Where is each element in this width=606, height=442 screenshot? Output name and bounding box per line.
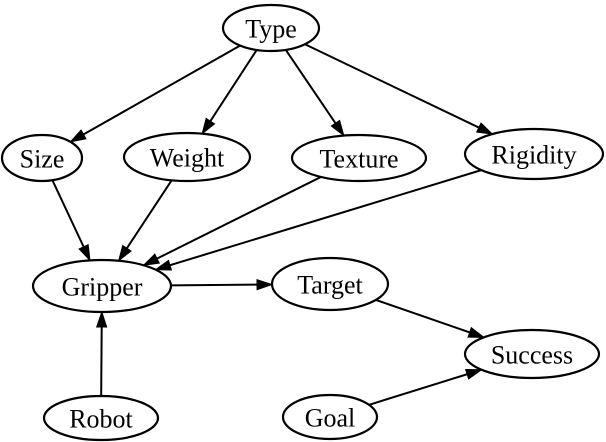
edge-texture-gripper: [142, 176, 322, 266]
arrowhead-icon: [201, 117, 216, 136]
node-size: Size: [0, 133, 84, 183]
node-robot: Robot: [42, 394, 160, 442]
node-ellipse: [221, 3, 321, 53]
node-label: Rigidity: [491, 141, 576, 170]
edge-line: [375, 298, 472, 335]
edge-gripper-target: [170, 278, 274, 291]
node-success: Success: [463, 328, 601, 380]
edge-line: [100, 324, 103, 397]
node-ellipse: [270, 256, 390, 312]
edge-goal-success: [368, 368, 483, 406]
node-ellipse: [463, 328, 601, 380]
node-ellipse: [42, 394, 160, 442]
node-label: Goal: [305, 404, 356, 433]
edge-rigidity-gripper: [154, 169, 482, 271]
edge-line: [51, 179, 86, 250]
arrowhead-icon: [95, 310, 108, 328]
edge-target-success: [375, 298, 486, 338]
edge-line: [304, 43, 482, 130]
node-goal: Goal: [281, 393, 379, 441]
edge-line: [368, 372, 470, 406]
arrowhead-icon: [142, 253, 161, 266]
node-label: Texture: [319, 145, 398, 174]
arrowhead-icon: [464, 368, 483, 380]
node-label: Size: [20, 145, 65, 174]
edge-line: [208, 49, 258, 124]
arrowhead-icon: [256, 278, 274, 291]
edge-line: [170, 283, 260, 287]
edge-line: [81, 44, 241, 137]
node-label: Type: [245, 15, 297, 44]
node-label: Gripper: [62, 273, 143, 302]
edge-weight-gripper: [117, 179, 173, 263]
arrowhead-icon: [467, 326, 486, 338]
edge-size-gripper: [51, 179, 91, 262]
arrowhead-icon: [475, 122, 494, 135]
arrowhead-icon: [154, 259, 173, 271]
node-ellipse: [31, 258, 173, 314]
edge-line: [167, 169, 482, 267]
node-label: Target: [297, 271, 363, 300]
edge-line: [124, 179, 173, 251]
node-ellipse: [0, 133, 84, 183]
node-label: Robot: [69, 405, 133, 434]
arrowhead-icon: [78, 243, 91, 262]
edge-type-texture: [284, 49, 345, 137]
edge-type-rigidity: [304, 43, 494, 135]
node-target: Target: [270, 256, 390, 312]
arrowhead-icon: [117, 244, 132, 263]
node-texture: Texture: [290, 133, 428, 183]
arrowhead-icon: [330, 119, 345, 137]
node-rigidity: Rigidity: [463, 127, 605, 181]
arrowhead-icon: [69, 129, 87, 143]
edge-line: [154, 176, 322, 261]
node-type: Type: [221, 3, 321, 53]
edge-line: [284, 49, 338, 126]
node-ellipse: [290, 133, 428, 183]
edge-type-size: [69, 44, 241, 143]
node-gripper: Gripper: [31, 258, 173, 314]
node-label: Weight: [150, 144, 225, 173]
node-ellipse: [281, 393, 379, 441]
node-ellipse: [122, 131, 252, 183]
node-weight: Weight: [122, 131, 252, 183]
edge-robot-gripper: [95, 310, 108, 397]
node-label: Success: [491, 341, 573, 370]
node-ellipse: [463, 127, 605, 181]
edge-type-weight: [201, 49, 258, 136]
